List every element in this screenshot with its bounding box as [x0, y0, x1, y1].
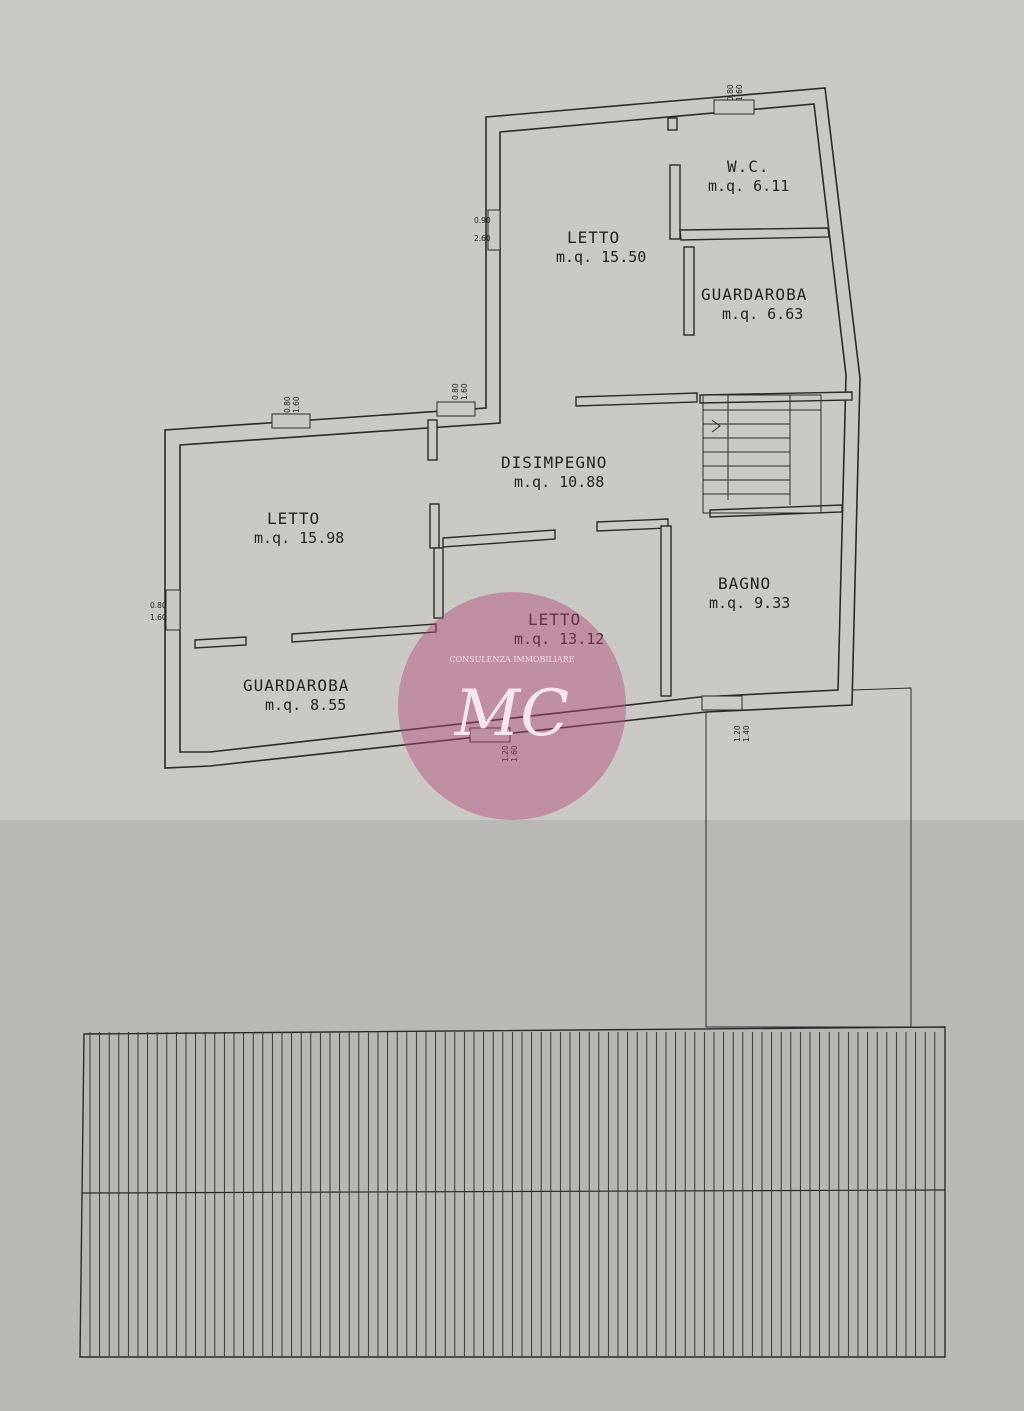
room-area: m.q. 9.33 [709, 594, 790, 612]
room-name: LETTO [528, 610, 581, 629]
window-mid-a [271, 413, 311, 429]
roof-ribs [89, 1032, 936, 1356]
svg-text:1.20: 1.20 [733, 725, 742, 742]
window-mid-b [436, 401, 476, 417]
watermark-logo: CONSULENZA IMMOBILIARE MC [398, 592, 626, 820]
window-left-lower [165, 589, 181, 631]
room-name: LETTO [567, 228, 620, 247]
opening-label-left-upper: 0.90 2.60 [474, 216, 491, 243]
svg-text:2.60: 2.60 [474, 234, 491, 243]
opening-label-mid-b: 0.80 1.60 [451, 383, 469, 400]
svg-text:0.80: 0.80 [150, 601, 167, 610]
room-area: m.q. 6.11 [708, 177, 789, 195]
interior-walls [194, 117, 853, 697]
room-guardaroba-2: GUARDAROBA m.q. 8.55 [243, 676, 349, 714]
opening-label-left-lower: 0.80 1.60 [150, 601, 167, 622]
window-left-upper [487, 209, 501, 251]
room-area: m.q. 6.63 [722, 305, 803, 323]
room-name: DISIMPEGNO [501, 453, 607, 472]
room-name: GUARDAROBA [243, 676, 349, 695]
room-name: W.C. [727, 157, 770, 176]
roof [79, 1026, 946, 1358]
window-top [713, 99, 755, 115]
svg-text:0.80: 0.80 [283, 396, 292, 413]
svg-text:1.60: 1.60 [460, 383, 469, 400]
windows [165, 99, 755, 743]
watermark-monogram: MC [454, 677, 570, 751]
room-letto-3: LETTO m.q. 13.12 [514, 610, 604, 648]
opening-label-mid-a: 0.80 1.60 [283, 396, 301, 413]
room-disimpegno: DISIMPEGNO m.q. 10.88 [501, 453, 607, 491]
room-area: m.q. 13.12 [514, 630, 604, 648]
svg-text:1.60: 1.60 [735, 84, 744, 101]
exterior-walls [164, 87, 861, 769]
room-name: GUARDAROBA [701, 285, 807, 304]
watermark-tagline: CONSULENZA IMMOBILIARE [449, 655, 574, 664]
room-area: m.q. 8.55 [265, 696, 346, 714]
room-name: LETTO [267, 509, 320, 528]
room-letto-2: LETTO m.q. 15.98 [254, 509, 344, 547]
room-labels: LETTO m.q. 15.50 W.C. m.q. 6.11 GUARDARO… [243, 157, 807, 714]
opening-labels: 0.80 1.60 0.90 2.60 0.80 1.60 0.80 1.60 … [150, 84, 751, 762]
room-area: m.q. 15.50 [556, 248, 646, 266]
staircase [702, 394, 822, 514]
opening-label-top: 0.80 1.60 [726, 84, 744, 101]
roof-ridge [81, 1189, 946, 1194]
svg-text:1.60: 1.60 [510, 745, 519, 762]
svg-text:0.80: 0.80 [451, 383, 460, 400]
opening-label-bottom-mid: 1.20 1.60 [501, 745, 519, 762]
watermark-circle [398, 592, 626, 820]
svg-text:0.80: 0.80 [726, 84, 735, 101]
svg-text:1.60: 1.60 [292, 396, 301, 413]
svg-text:1.60: 1.60 [150, 613, 167, 622]
svg-text:1.20: 1.20 [501, 745, 510, 762]
room-letto-1: LETTO m.q. 15.50 [556, 228, 646, 266]
opening-label-bottom-right: 1.20 1.40 [733, 725, 751, 742]
svg-text:1.40: 1.40 [742, 725, 751, 742]
room-wc: W.C. m.q. 6.11 [708, 157, 789, 195]
svg-text:0.90: 0.90 [474, 216, 491, 225]
room-name: BAGNO [718, 574, 771, 593]
room-area: m.q. 15.98 [254, 529, 344, 547]
window-bottom-mid [469, 727, 511, 743]
room-area: m.q. 10.88 [514, 473, 604, 491]
room-bagno: BAGNO m.q. 9.33 [709, 574, 790, 612]
room-guardaroba-1: GUARDAROBA m.q. 6.63 [701, 285, 807, 323]
window-bottom-right [701, 695, 743, 711]
